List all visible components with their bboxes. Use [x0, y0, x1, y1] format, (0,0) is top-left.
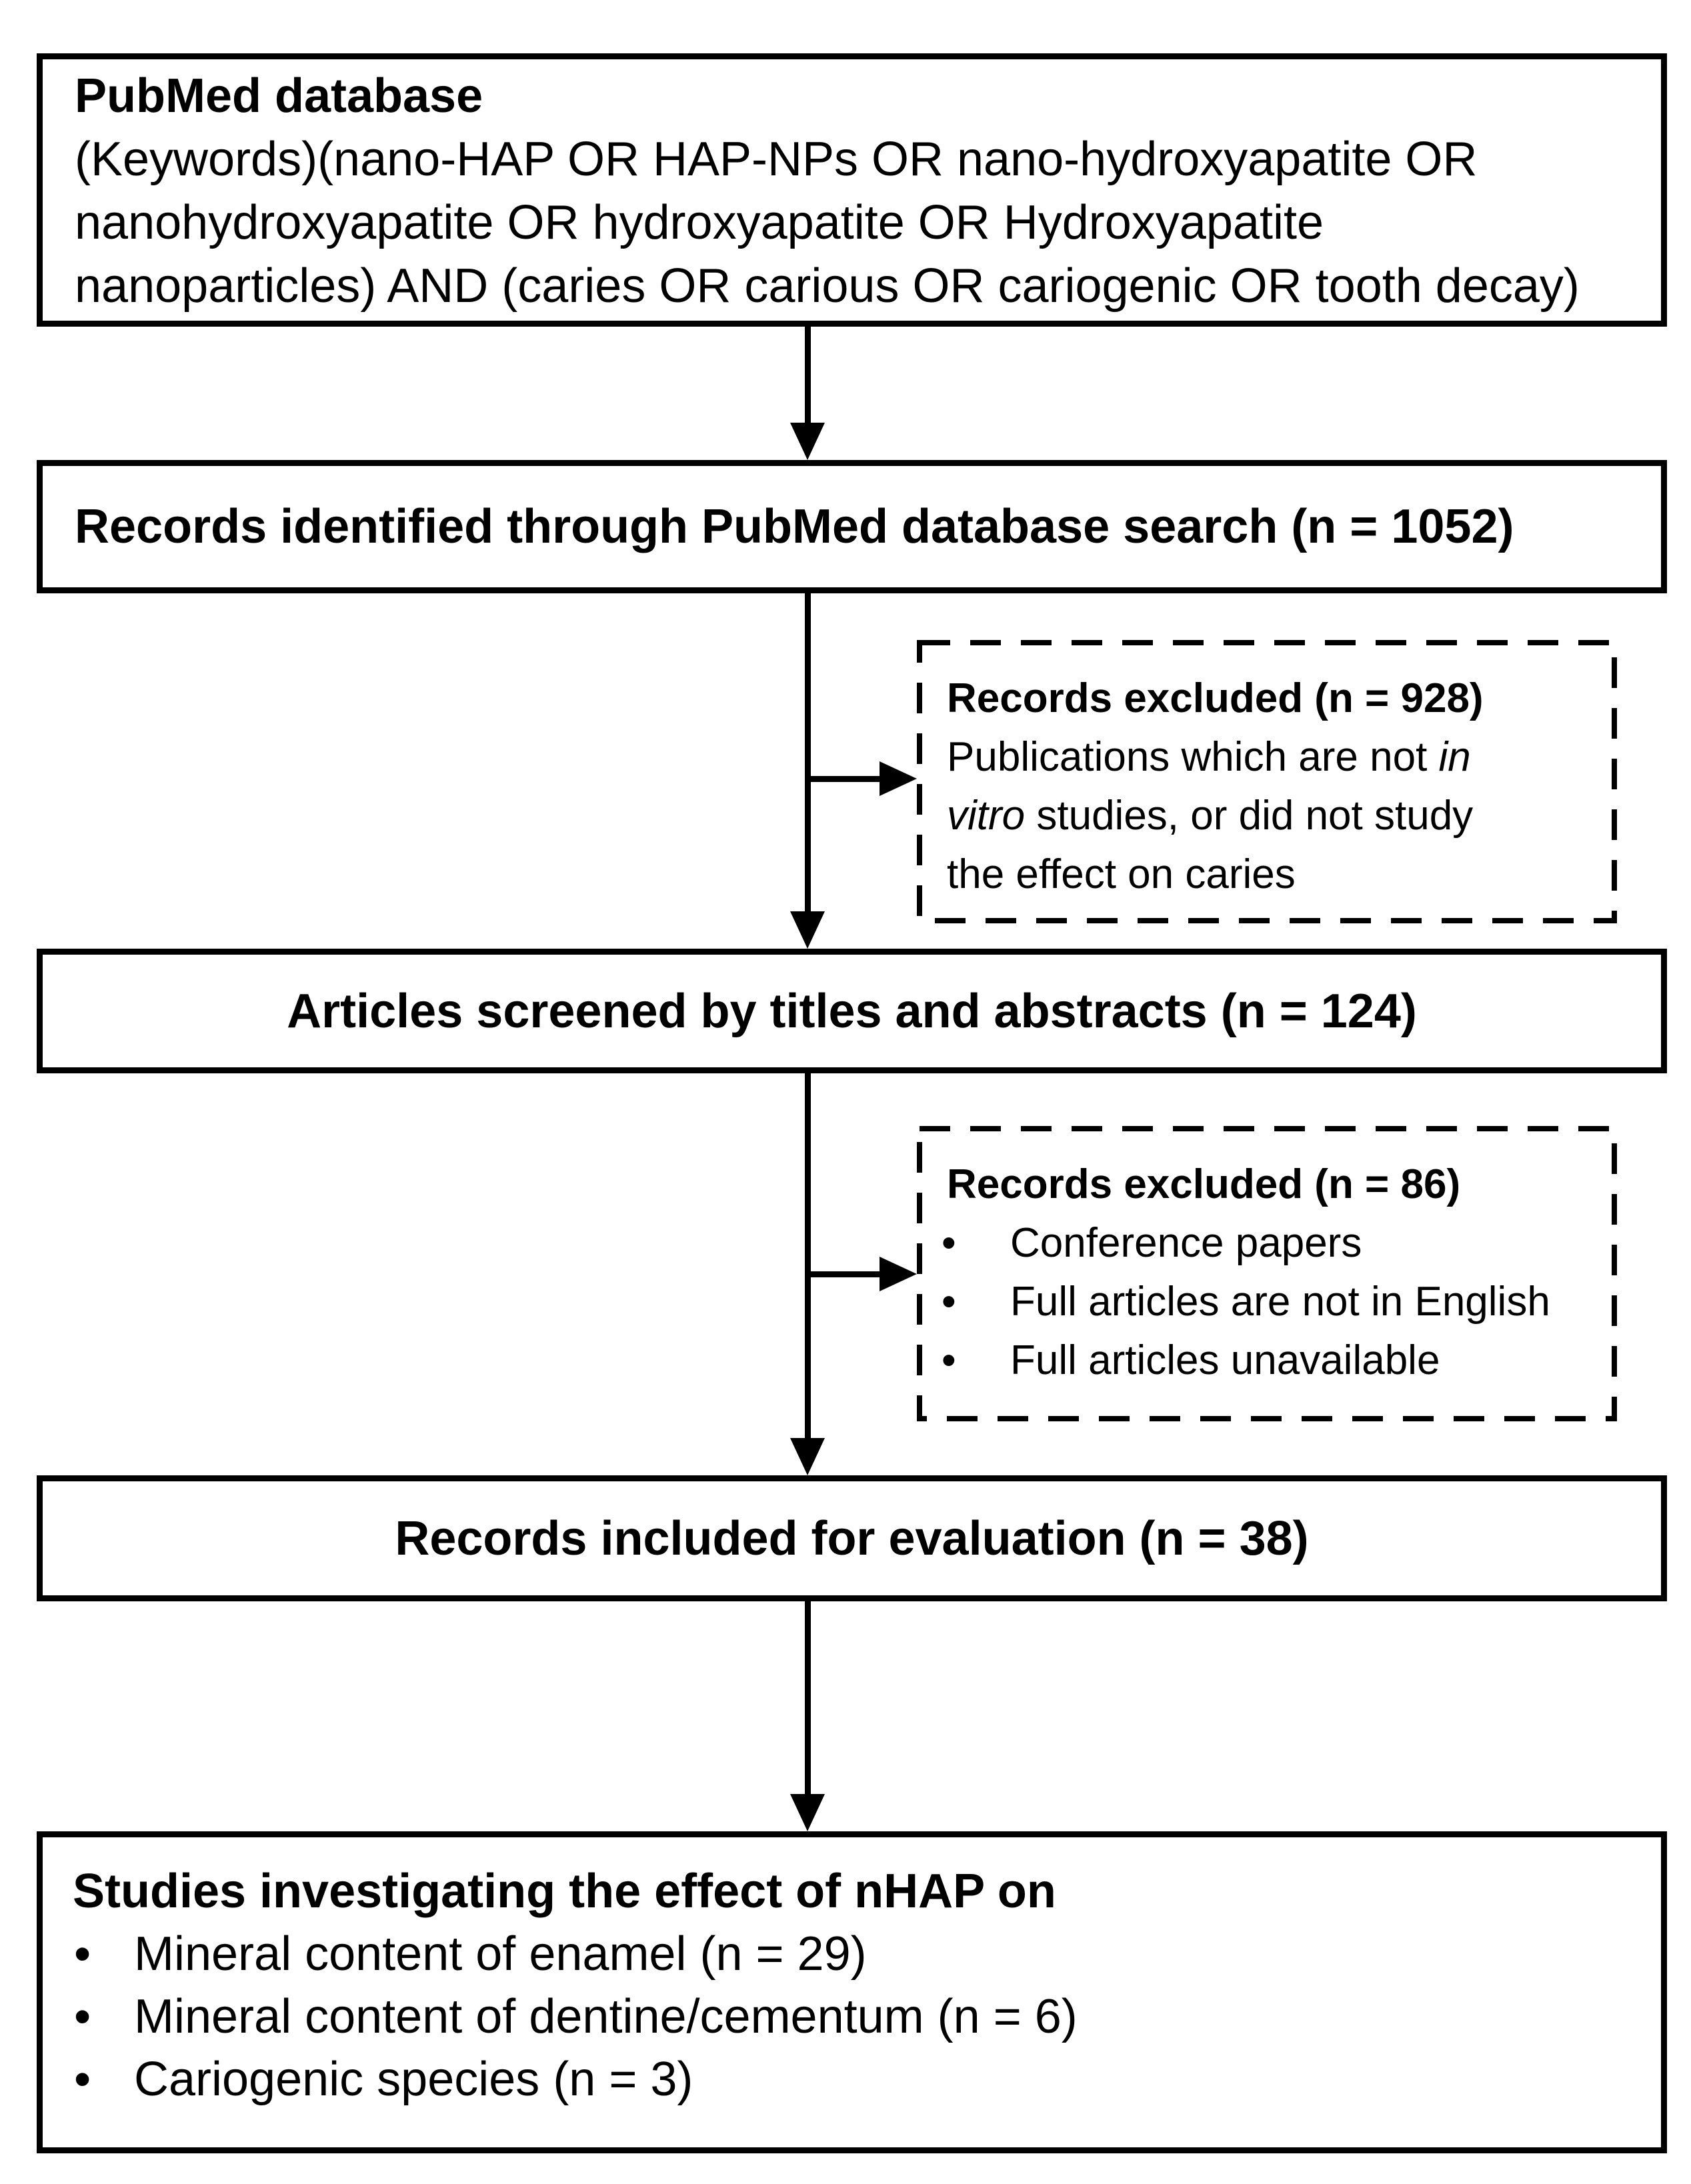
- connector-line-2: [805, 593, 811, 913]
- arrow-right-icon-1: [880, 761, 917, 796]
- excluded-reasons-list: • Conference papers • Full articles are not…: [942, 1214, 1587, 1390]
- connector-line-3: [805, 1073, 811, 1440]
- bullet-icon: •: [74, 1927, 91, 1981]
- pubmed-database-box: PubMed database (Keywords)(nano-HAP OR H…: [37, 53, 1667, 327]
- connector-line-1: [805, 327, 811, 427]
- text-segment: nanoparticles) AND (caries OR carious OR…: [75, 259, 1580, 313]
- arrow-right-icon-2: [880, 1257, 917, 1291]
- text-segment: (Keywords)(nano-HAP OR HAP-NPs OR nano-h…: [75, 133, 1478, 186]
- italic-text: vitro: [947, 793, 1026, 839]
- articles-screened-label: Articles screened by titles and abstract…: [287, 984, 1417, 1038]
- arrow-down-icon-4: [790, 1794, 825, 1831]
- pubmed-keywords-text: (Keywords)(nano-HAP OR HAP-NPs OR nano-h…: [75, 128, 1629, 318]
- bullet-icon: •: [942, 1220, 956, 1266]
- bullet-item: • Mineral content of dentine/cementum (n …: [73, 1985, 1631, 2048]
- bullet-text: Full articles unavailable: [1010, 1337, 1440, 1383]
- bullet-text: Conference papers: [1010, 1220, 1362, 1266]
- branch-line-2: [807, 1271, 882, 1277]
- bullet-item: • Full articles are not in English: [942, 1273, 1587, 1331]
- text-segment: the effect on caries: [947, 851, 1296, 897]
- records-identified-label: Records identified through PubMed databa…: [75, 500, 1514, 553]
- branch-line-1: [807, 776, 882, 782]
- bullet-item: • Full articles unavailable: [942, 1331, 1587, 1390]
- articles-screened-box: Articles screened by titles and abstract…: [37, 949, 1667, 1073]
- bullet-icon: •: [74, 1990, 91, 2043]
- arrow-down-icon-3: [790, 1438, 825, 1475]
- records-excluded-928-box: Records excluded (n = 928) Publications …: [917, 640, 1617, 923]
- bullet-text: Cariogenic species (n = 3): [134, 2053, 693, 2106]
- italic-text: in: [1438, 734, 1471, 780]
- bullet-item: • Cariogenic species (n = 3): [73, 2048, 1631, 2111]
- records-excluded-928-reason: Publications which are not in vitro studi…: [947, 728, 1587, 904]
- arrow-down-icon-1: [790, 423, 825, 460]
- pubmed-database-title: PubMed database: [75, 69, 483, 123]
- connector-line-4: [805, 1601, 811, 1796]
- records-excluded-86-title: Records excluded (n = 86): [947, 1161, 1461, 1207]
- text-segment: studies, or did not study: [1025, 793, 1474, 839]
- bullet-icon: •: [74, 2053, 91, 2106]
- bullet-text: Mineral content of dentine/cementum (n =…: [134, 1990, 1078, 2043]
- records-included-label: Records included for evaluation (n = 38): [395, 1511, 1309, 1565]
- records-identified-box: Records identified through PubMed databa…: [37, 460, 1667, 593]
- studies-list: • Mineral content of enamel (n = 29) • Mine…: [73, 1923, 1631, 2111]
- text-segment: nanohydroxyapatite OR hydroxyapatite OR …: [75, 196, 1324, 249]
- bullet-text: Mineral content of enamel (n = 29): [134, 1927, 867, 1981]
- records-excluded-928-title: Records excluded (n = 928): [947, 675, 1484, 721]
- studies-investigating-box: Studies investigating the effect of nHAP…: [37, 1831, 1667, 2153]
- bullet-icon: •: [942, 1279, 956, 1325]
- records-included-box: Records included for evaluation (n = 38): [37, 1475, 1667, 1601]
- bullet-item: • Mineral content of enamel (n = 29): [73, 1923, 1631, 1985]
- bullet-text: Full articles are not in English: [1010, 1279, 1550, 1325]
- bullet-item: • Conference papers: [942, 1214, 1587, 1273]
- text-segment: Publications which are not: [947, 734, 1439, 780]
- studies-investigating-title: Studies investigating the effect of nHAP…: [73, 1865, 1056, 1918]
- arrow-down-icon-2: [790, 911, 825, 949]
- records-excluded-86-box: Records excluded (n = 86) • Conference pa…: [917, 1126, 1617, 1421]
- bullet-icon: •: [942, 1337, 956, 1383]
